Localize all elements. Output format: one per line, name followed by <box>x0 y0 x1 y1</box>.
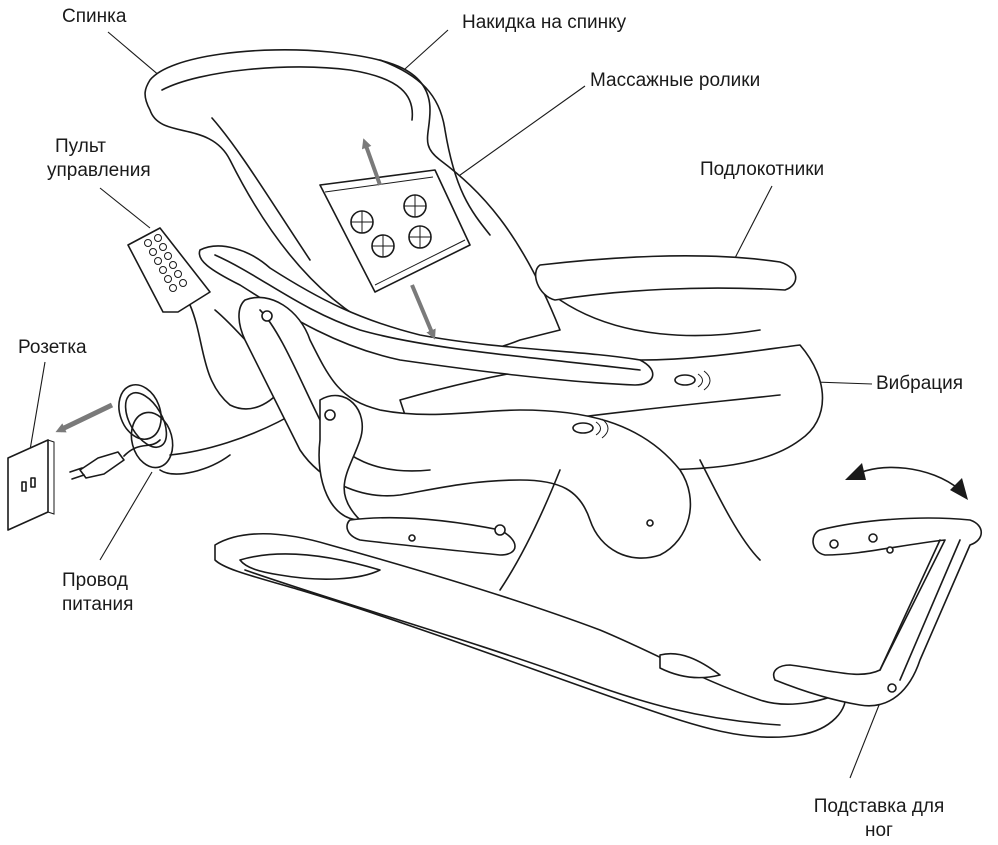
leader-socket <box>30 362 45 450</box>
leader-power-cord <box>100 472 152 560</box>
wall-socket <box>8 440 54 530</box>
power-cord <box>70 379 300 479</box>
label-remote-line2: управления <box>47 160 151 182</box>
label-remote-line1: Пульт <box>55 136 106 158</box>
leader-armrests <box>735 186 772 258</box>
footrest <box>774 518 982 706</box>
label-vibration: Вибрация <box>876 373 963 395</box>
leader-remote <box>100 188 150 228</box>
label-footrest-line1: Подставка для <box>794 796 964 818</box>
armrest-far <box>536 256 796 300</box>
label-back-cover: Накидка на спинку <box>462 12 626 34</box>
footrest-swing-arrow <box>845 463 968 500</box>
label-backrest: Спинка <box>62 6 126 28</box>
plug-direction-arrow <box>60 405 112 430</box>
label-power-cord-line2: питания <box>62 594 133 616</box>
label-massage-rollers: Массажные ролики <box>590 70 760 92</box>
chair <box>145 50 981 737</box>
label-armrests: Подлокотники <box>700 159 824 181</box>
label-socket: Розетка <box>18 337 87 359</box>
label-power-cord-line1: Провод <box>62 570 128 592</box>
label-footrest-line2: ног <box>794 820 964 842</box>
